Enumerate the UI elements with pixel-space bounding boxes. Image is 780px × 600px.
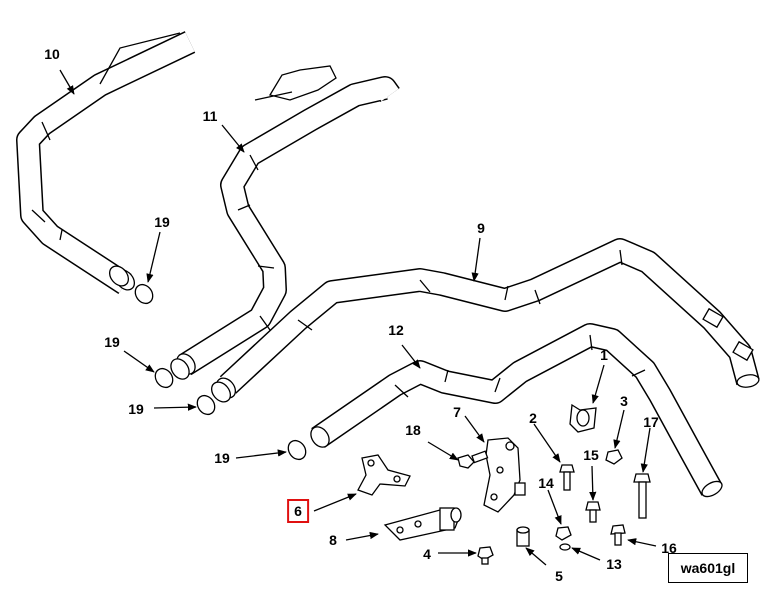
tube-11	[170, 65, 400, 380]
bolt-18	[457, 450, 489, 469]
plate-8	[383, 507, 462, 541]
leader-lines	[59, 69, 657, 566]
bolt-16	[610, 524, 626, 546]
callout-4: 4	[423, 546, 431, 562]
bolt-17	[633, 473, 651, 519]
callout-7: 7	[453, 404, 461, 420]
bolt-15	[585, 501, 601, 523]
callout-8: 8	[329, 532, 337, 548]
callout-19a: 19	[154, 214, 170, 230]
nut-4	[477, 546, 494, 565]
callout-16: 16	[661, 540, 677, 556]
tube-10	[16, 31, 196, 295]
figure-id-label: wa601gl	[668, 553, 748, 583]
callout-19b: 19	[104, 334, 120, 350]
callout-14: 14	[538, 475, 554, 491]
callout-3: 3	[620, 393, 628, 409]
nut-3	[605, 449, 623, 465]
callout-12: 12	[388, 322, 404, 338]
bracket-6	[357, 454, 411, 496]
nut-14	[555, 526, 572, 541]
tube-9	[210, 238, 760, 403]
o-ring-19	[287, 439, 307, 461]
callout-18: 18	[405, 422, 421, 438]
callout-19d: 19	[214, 450, 230, 466]
callout-15: 15	[583, 447, 599, 463]
callout-9: 9	[477, 220, 485, 236]
callout-13: 13	[606, 556, 622, 572]
callout-10: 10	[44, 46, 60, 62]
o-ring-19	[196, 394, 216, 416]
callout-17: 17	[643, 414, 659, 430]
callout-19c: 19	[128, 401, 144, 417]
spacer-5	[516, 526, 530, 547]
bracket-7	[483, 437, 526, 513]
washer-13	[559, 543, 571, 551]
callout-1: 1	[600, 347, 608, 363]
o-ring-19	[134, 283, 154, 305]
o-ring-19	[154, 367, 174, 389]
callout-5: 5	[555, 568, 563, 584]
callout-11: 11	[202, 108, 218, 124]
callout-2: 2	[529, 410, 537, 426]
tube-12	[310, 323, 723, 498]
clip-1	[569, 403, 597, 433]
bolt-2	[559, 464, 575, 491]
callout-6-highlighted: 6	[287, 499, 309, 523]
